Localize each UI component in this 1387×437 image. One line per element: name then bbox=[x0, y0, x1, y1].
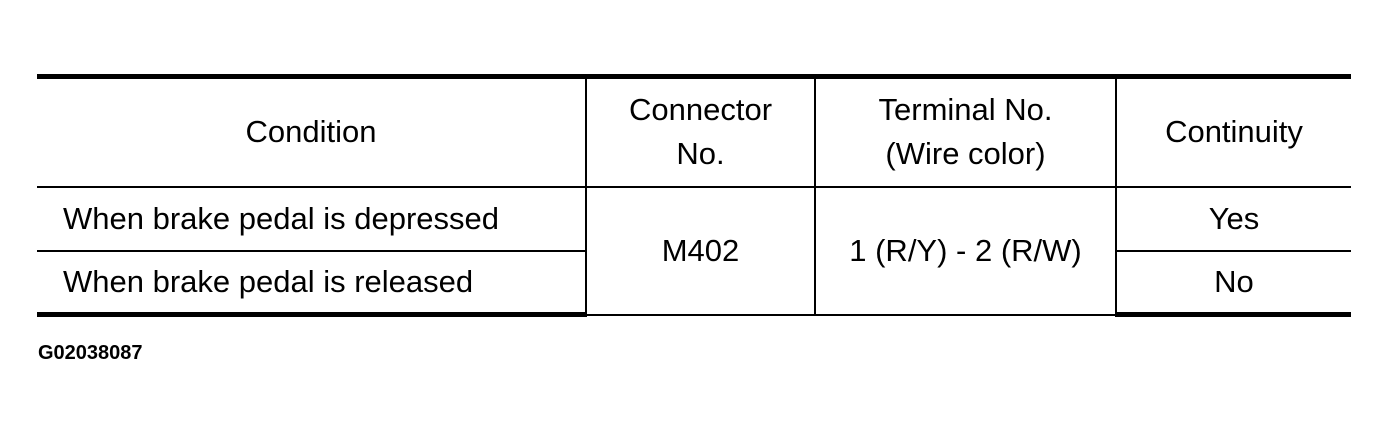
continuity-cell: No bbox=[1115, 250, 1351, 317]
header-connector-no: Connector No. bbox=[585, 74, 815, 188]
connector-cell: M402 bbox=[585, 186, 815, 316]
header-continuity: Continuity bbox=[1115, 74, 1351, 188]
terminal-cell: 1 (R/Y) - 2 (R/W) bbox=[814, 186, 1116, 316]
table-row: When brake pedal is depressed M402 1 (R/… bbox=[37, 186, 1351, 316]
continuity-cell: Yes bbox=[1115, 186, 1351, 252]
header-connector-line2: No. bbox=[676, 136, 725, 172]
table-row: When brake pedal is released No bbox=[37, 250, 1351, 317]
continuity-inspection-table: Condition Connector No. Terminal No. (Wi… bbox=[37, 74, 1351, 317]
header-condition: Condition bbox=[37, 74, 586, 188]
header-terminal-line2: (Wire color) bbox=[885, 136, 1046, 172]
header-terminal-no: Terminal No. (Wire color) bbox=[814, 74, 1116, 188]
figure-id: G02038087 bbox=[38, 342, 143, 364]
header-connector-line1: Connector bbox=[628, 92, 773, 128]
condition-cell: When brake pedal is released bbox=[37, 250, 586, 317]
condition-cell: When brake pedal is depressed bbox=[37, 186, 586, 252]
table-header-row: Condition Connector No. Terminal No. (Wi… bbox=[37, 74, 1351, 188]
header-terminal-line1: Terminal No. bbox=[878, 92, 1053, 128]
